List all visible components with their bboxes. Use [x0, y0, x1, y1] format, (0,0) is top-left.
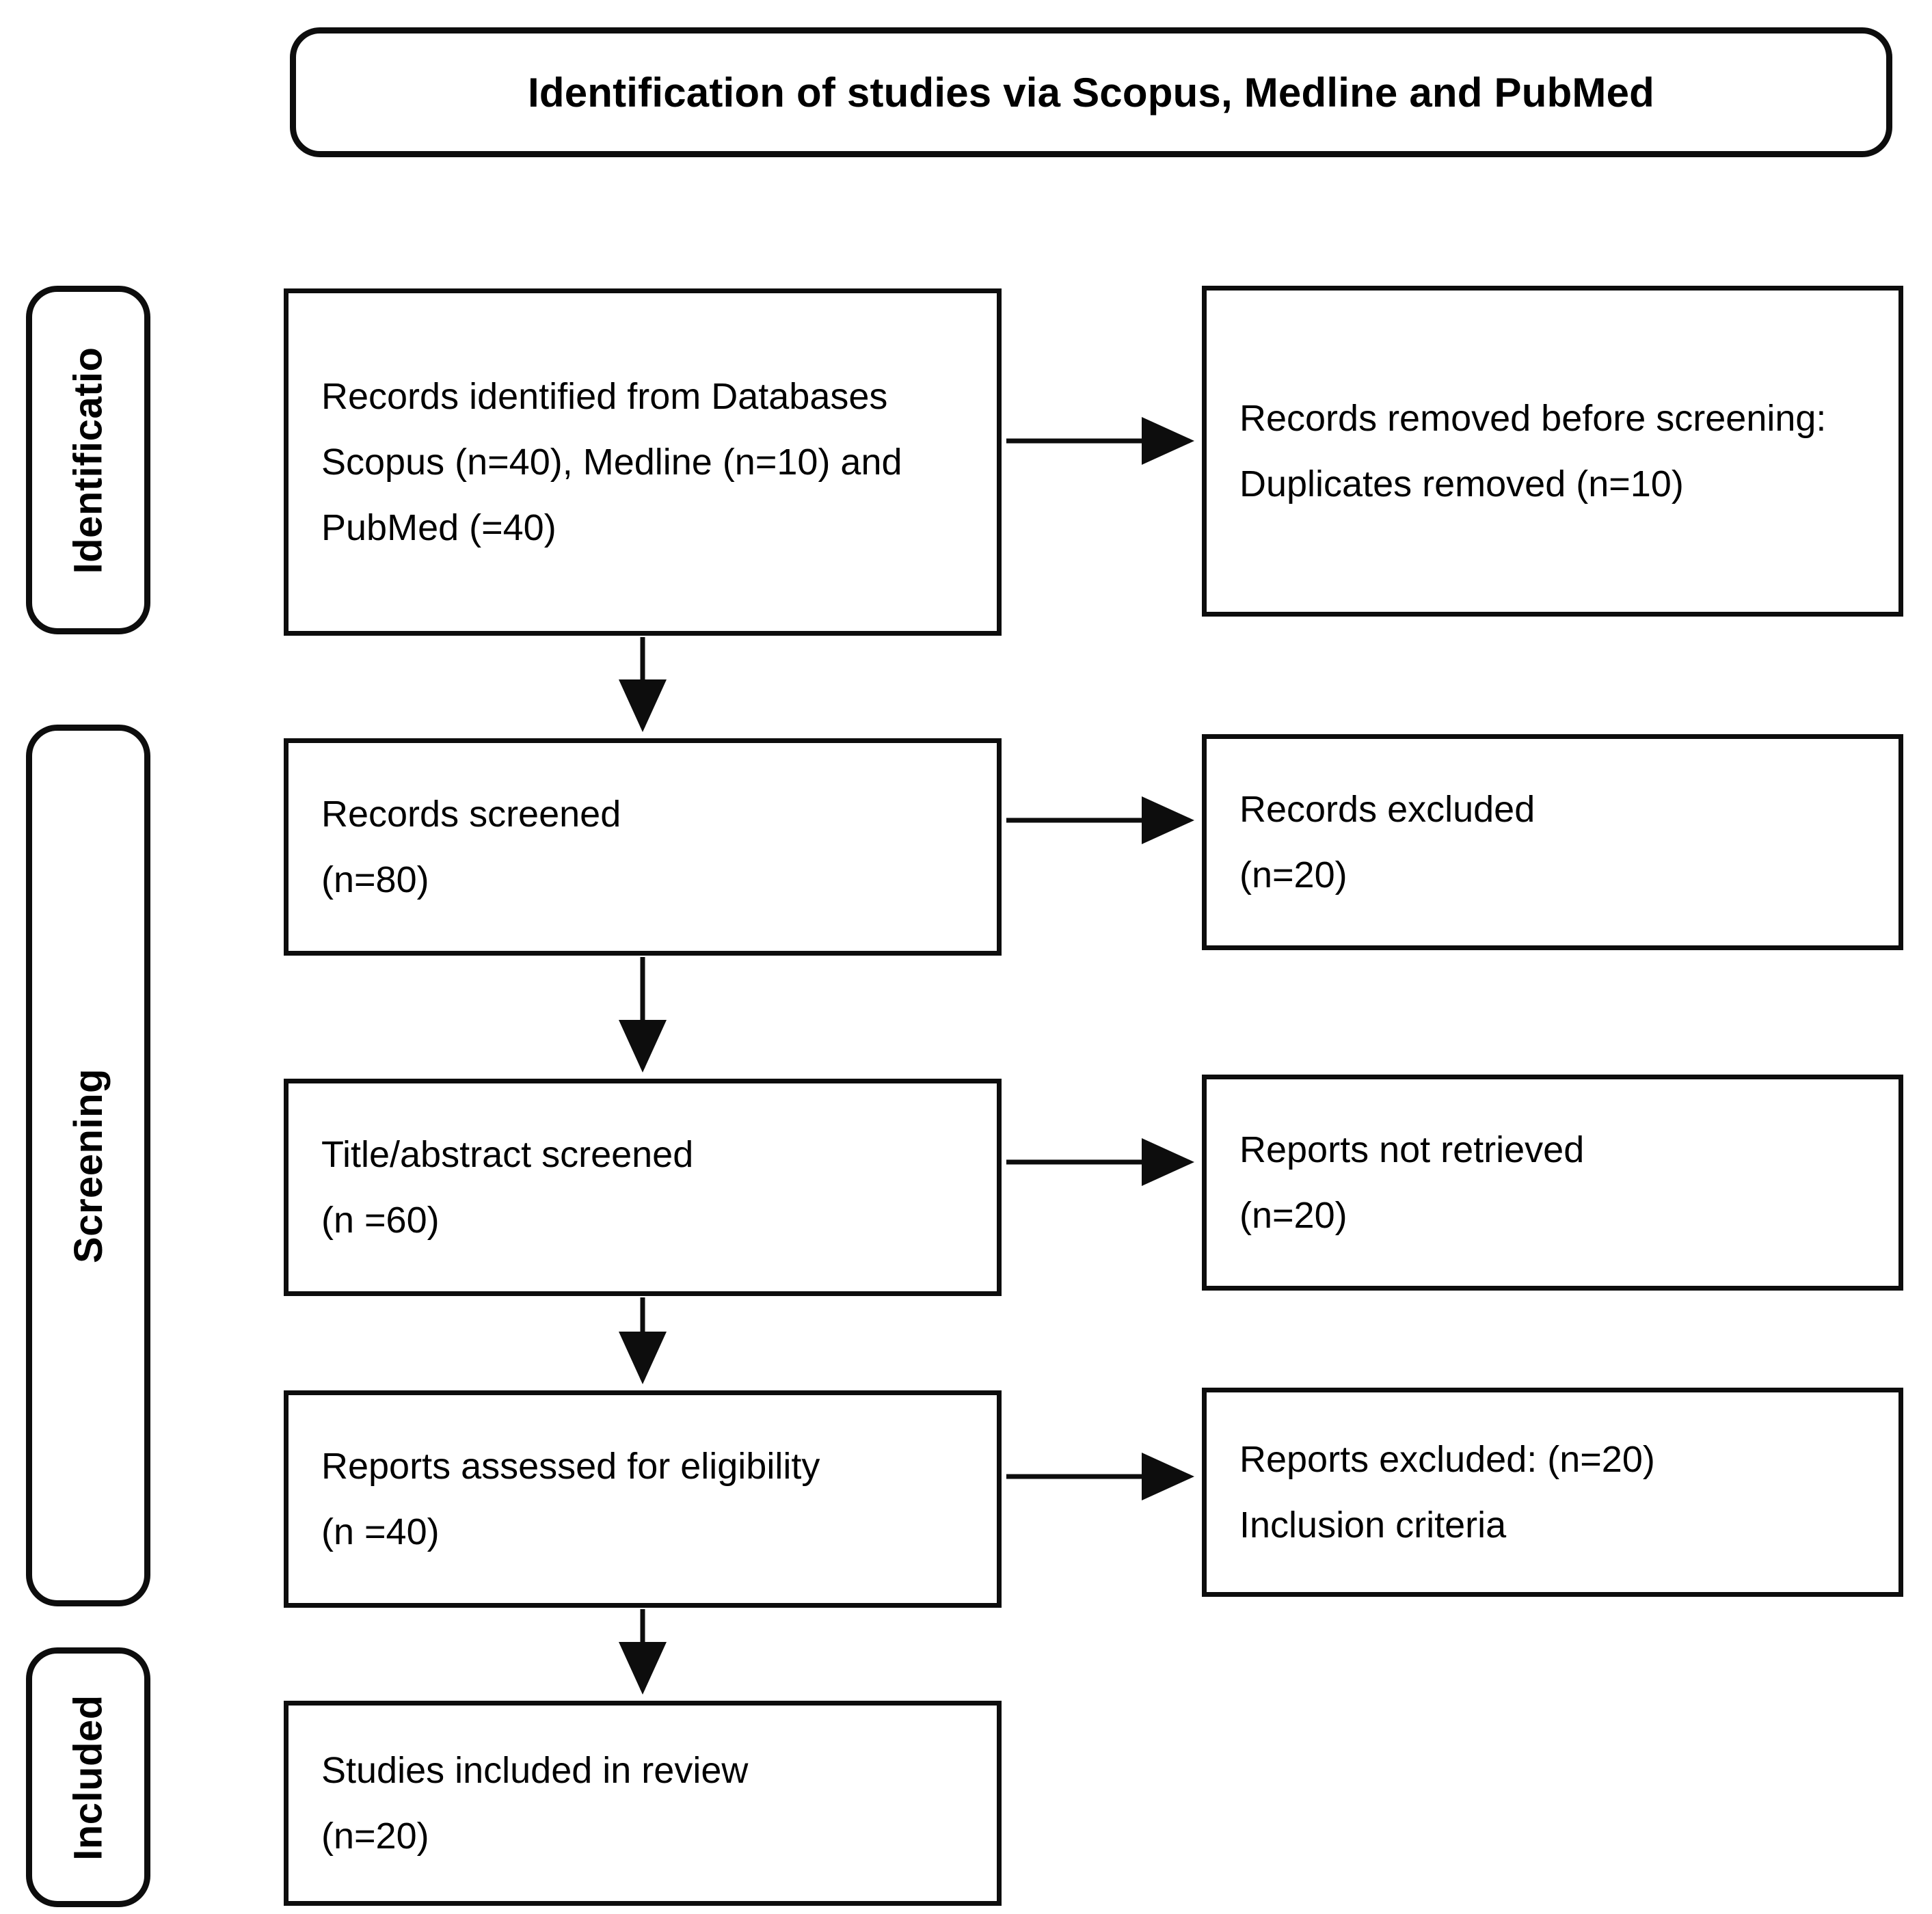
- box-records-screened: Records screened (n=80): [284, 738, 1002, 956]
- box-records-identified: Records identified from Databases Scopus…: [284, 288, 1002, 636]
- box-title-abstract-screened-line1: Title/abstract screened: [321, 1134, 694, 1175]
- box-title-abstract-screened: Title/abstract screened (n =60): [284, 1079, 1002, 1296]
- box-records-identified-line2: Scopus (n=40), Medline (n=10) and: [321, 442, 902, 483]
- box-studies-included-line1: Studies included in review: [321, 1750, 749, 1791]
- box-records-identified-line1: Records identified from Databases: [321, 376, 888, 417]
- stage-label-screening-text: Screening: [66, 1068, 111, 1263]
- box-reports-assessed-for-eligibility: Reports assessed for eligibility (n =40): [284, 1390, 1002, 1608]
- box-records-removed-before-screening: Records removed before screening: Duplic…: [1202, 286, 1903, 617]
- stage-label-identification-text: Identificatio: [66, 347, 111, 574]
- stage-label-screening: Screening: [26, 725, 150, 1606]
- box-records-removed-line1: Records removed before screening:: [1239, 398, 1827, 439]
- box-records-excluded: Records excluded (n=20): [1202, 734, 1903, 950]
- box-studies-included-in-review: Studies included in review (n=20): [284, 1701, 1002, 1906]
- box-title-abstract-screened-line2: (n =60): [321, 1200, 440, 1241]
- box-reports-assessed-line2: (n =40): [321, 1511, 440, 1552]
- stage-label-included: Included: [26, 1647, 150, 1907]
- stage-label-included-text: Included: [66, 1694, 111, 1861]
- box-reports-not-retrieved: Reports not retrieved (n=20): [1202, 1075, 1903, 1291]
- diagram-title-banner: Identification of studies via Scopus, Me…: [290, 27, 1892, 157]
- box-records-excluded-line1: Records excluded: [1239, 789, 1535, 830]
- box-records-screened-line1: Records screened: [321, 794, 621, 835]
- box-reports-not-retrieved-line2: (n=20): [1239, 1195, 1347, 1236]
- box-records-removed-line2: Duplicates removed (n=10): [1239, 463, 1684, 504]
- box-reports-excluded-line1: Reports excluded: (n=20): [1239, 1439, 1655, 1480]
- box-reports-assessed-line1: Reports assessed for eligibility: [321, 1446, 820, 1487]
- box-reports-excluded: Reports excluded: (n=20) Inclusion crite…: [1202, 1388, 1903, 1597]
- box-reports-not-retrieved-line1: Reports not retrieved: [1239, 1129, 1585, 1170]
- box-reports-excluded-line2: Inclusion criteria: [1239, 1505, 1507, 1546]
- stage-label-identification: Identificatio: [26, 286, 150, 634]
- box-records-excluded-line2: (n=20): [1239, 854, 1347, 895]
- box-studies-included-line2: (n=20): [321, 1816, 429, 1857]
- box-records-identified-line3: PubMed (=40): [321, 507, 556, 548]
- diagram-title: Identification of studies via Scopus, Me…: [527, 69, 1655, 116]
- box-records-screened-line2: (n=80): [321, 859, 429, 900]
